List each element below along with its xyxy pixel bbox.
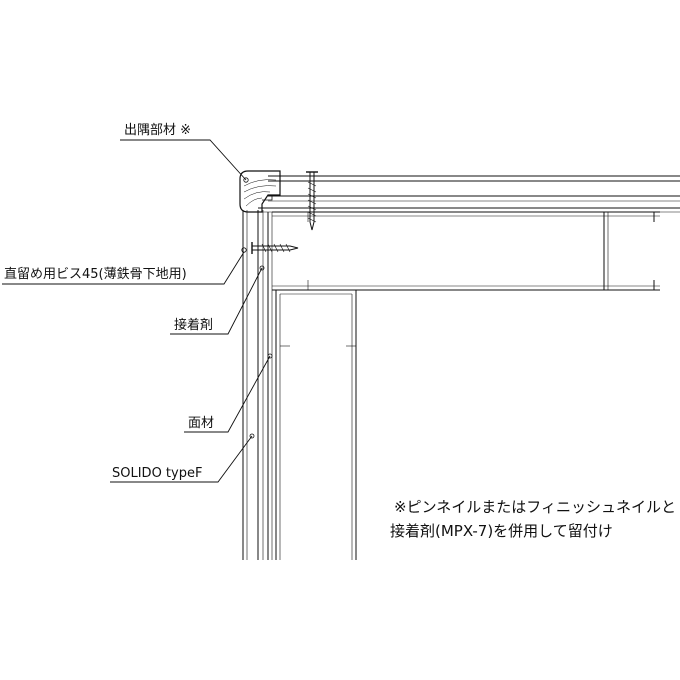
note-line-1: ※ピンネイルまたはフィニッシュネイルと [394,498,676,516]
note-line-2: 接着剤(MPX-7)を併用して留付け [390,522,613,540]
left-panel [242,210,273,560]
label-adhesive: 接着剤 [174,317,213,333]
screw-horizontal [251,242,299,254]
corner-member-groove [262,195,273,201]
label-screw: 直留め用ビス45(薄鉄骨下地用) [4,267,187,282]
leader-product [110,435,253,483]
leader-lines [2,139,271,483]
leader-adhesive [170,267,263,335]
steel-stud-top [272,211,660,291]
label-corner-member: 出隅部材 ※ [124,123,191,138]
top-panel [258,175,680,213]
label-product: SOLIDO typeF [112,466,202,481]
leader-screw [2,251,245,285]
screw-vertical [306,171,336,231]
leader-corner-member [120,139,247,181]
label-face-material: 面材 [188,416,214,431]
leader-face-material [184,355,271,433]
corner-member-grain [243,179,277,207]
corner-member [239,170,281,213]
steel-stud-vertical [275,290,357,560]
